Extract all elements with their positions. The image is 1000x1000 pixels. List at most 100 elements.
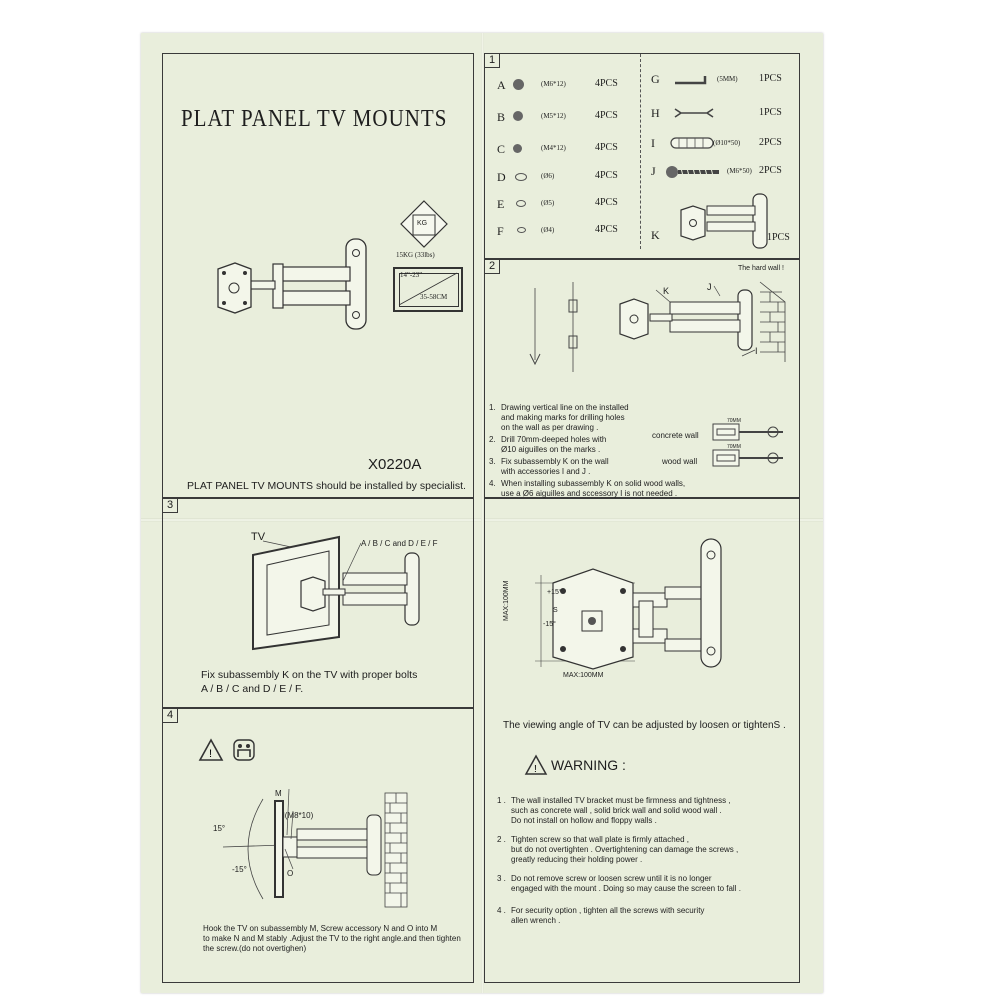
wood-wall-icon [712,449,783,467]
warning-item: 4 . For security option , tighten all th… [497,906,793,926]
specialist-note: PLAT PANEL TV MOUNTS should be installed… [187,480,466,492]
warning-icon: ! [524,754,548,775]
label-m: M [275,789,282,798]
washer-icon [517,227,526,233]
instruction-number: 2. [489,435,496,444]
minus15-label: -15° [232,865,247,874]
caption-line: the screw.(do not overtighen) [203,944,307,953]
warning-line: For security option , tighten all the sc… [511,906,705,915]
warning-item: 2 . Tighten screw so that wall plate is … [497,835,793,865]
part-row: H 1PCS [651,106,782,121]
part-row: A (M6*12) 4PCS [497,78,618,93]
dim-label: 70MM [727,444,741,450]
instruction-line: When installing subassembly K on solid w… [501,479,686,488]
warning-line: Do not install on hollow and floppy wall… [511,816,657,825]
warning-line: allen wrench . [511,916,561,925]
hard-wall-label: The hard wall ! [738,265,784,272]
instruction-line: Drill 70mm-deeped holes with [501,435,607,444]
wall-mount-drawing [619,281,786,362]
paper-fold-vertical [481,33,484,993]
instruction-line: and making marks for drilling holes [501,413,625,422]
part-letter: E [497,197,505,211]
instruction-line: with accessories I and J . [501,467,591,476]
instruction-number: 1. [489,403,496,412]
screw-icon [513,144,522,153]
part-letter: F [497,224,504,238]
instruction-line: Fix subassembly K on the wall [501,457,609,466]
svg-text:!: ! [534,764,537,775]
step-number: 4 [163,709,179,723]
weight-caption: 15KG (33lbs) [396,251,435,259]
step-number: 2 [485,260,501,274]
concrete-wall-icon [712,423,783,441]
wood-wall-label: wood wall [662,457,698,466]
warning-number: 2 . [497,835,506,844]
max-horizontal-label: MAX:100MM [563,672,604,679]
label-o: O [287,869,294,878]
dim-label: 70MM [727,418,741,424]
instruction-line: Ø10 aiguilles on the marks . [501,445,601,454]
warning-number: 1 . [497,796,506,805]
instruction-line: on the wall as per drawing . [501,423,599,432]
part-qty: 1PCS [759,107,782,118]
weight-badge-text: KG [417,220,428,227]
step4-caption: Hook the TV on subassembly M, Screw acce… [203,924,483,954]
warning-item: 1 . The wall installed TV bracket must b… [497,796,793,826]
instruction-number: 3. [489,457,496,466]
part-spec: (Ø6) [541,172,555,180]
part-row: J (M6*50) 2PCS [651,164,782,179]
bracket-k-drawing [680,193,768,249]
part-row: K 1PCS [651,228,790,243]
drill-marks-icon [568,282,578,372]
part-qty: 1PCS [759,73,782,84]
step-number: 3 [163,499,179,513]
warning-line: engaged with the mount . Doing so may ca… [511,884,741,893]
tv-label: TV [251,531,266,543]
label-i: I [755,346,758,356]
part-row: G (5MM) 1PCS [651,72,782,87]
screw-icon [513,111,523,121]
warning-line: Do not remove screw or loosen screw unti… [511,874,712,883]
two-person-lift-icon [233,739,255,761]
step3-caption-line1: Fix subassembly K on the TV with proper … [201,669,418,681]
parts-list-left: A (M6*12) 4PCS B (M5*12) 4PCS C (M4*12) … [497,78,637,258]
part-row: F (Ø4) 4PCS [497,224,618,239]
bolts-label: A / B / C and D / E / F [361,539,438,548]
part-qty: 1PCS [767,232,790,243]
page-title: PLAT PANEL TV MOUNTS [181,104,448,132]
weight-icon [400,200,448,248]
part-qty: 4PCS [595,197,618,208]
parts-panel: 1 A (M6*12) 4PCS B (M5*12) 4PCS C (M4*12… [484,53,800,259]
vertical-line-icon [529,288,541,366]
label-j: J [707,282,712,292]
part-letter: B [497,110,506,124]
warning-line: Tighten screw so that wall plate is firm… [511,835,689,844]
part-spec: (Ø10*50) [713,139,741,147]
washer-icon [515,173,527,181]
part-letter: I [651,136,655,150]
part-spec: (5MM) [717,75,738,83]
part-row: E (Ø5) 4PCS [497,197,618,212]
instruction-number: 4. [489,479,496,488]
warning-list: 1 . The wall installed TV bracket must b… [497,796,793,926]
part-spec: (M6*12) [541,80,566,88]
part-spec: (Ø4) [541,226,555,234]
step4-panel: 4 ! M N(M8*10) 15° -15° O Hook the TV o [162,708,474,983]
part-qty: 4PCS [595,78,618,89]
angle-caption: The viewing angle of TV can be adjusted … [503,720,786,731]
screen-size-cm: 35-58CM [420,293,448,301]
warning-number: 3 . [497,874,506,883]
part-row: B (M5*12) 4PCS [497,110,618,125]
part-letter: G [651,72,660,86]
max-vertical-label: MAX:100MM [503,580,510,621]
part-qty: 4PCS [595,224,618,235]
part-letter: A [497,78,506,92]
step2-instructions: 1. Drawing vertical line on the installe… [489,403,689,499]
plus15-label: +15° [547,589,562,596]
warning-line: but do not overtighten . Overtightening … [511,845,739,854]
instruction-line: Drawing vertical line on the installed [501,403,629,412]
instruction-item: 3. Fix subassembly K on the wall with ac… [489,457,689,477]
parts-divider [640,54,642,249]
caption-line: to make N and M stably .Adjust the TV to… [203,934,461,943]
lag-bolt-icon [666,166,719,178]
